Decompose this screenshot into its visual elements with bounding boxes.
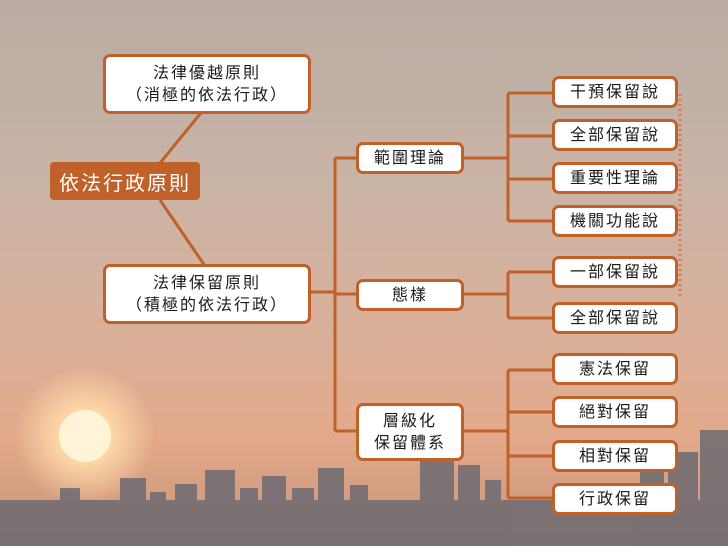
leaf-label: 全部保留說 — [569, 125, 660, 144]
category-tiered-system-box: 層級化 保留體系 — [356, 403, 464, 461]
root-node: 依法行政原則 — [50, 162, 200, 200]
root-label: 依法行政原則 — [59, 170, 191, 195]
category-forms-label: 態樣 — [391, 285, 428, 304]
principle-reservation-line1: 法律保留原則 — [152, 273, 261, 292]
leaf-absolute-reservation: 絕對保留 — [552, 396, 678, 428]
leaf-materiality-theory: 重要性理論 — [552, 162, 678, 194]
principle-superiority-line1: 法律優越原則 — [152, 63, 261, 82]
leaf-label: 機關功能說 — [569, 211, 660, 230]
leaf-total-reservation: 全部保留說 — [552, 119, 678, 151]
leaf-relative-reservation: 相對保留 — [552, 440, 678, 472]
category-tiered-system-line1: 層級化 — [382, 411, 437, 430]
principle-superiority-box: 法律優越原則 （消極的依法行政） — [103, 54, 311, 114]
category-scope-theory-box: 範圍理論 — [356, 142, 464, 174]
leaf-label: 一部保留說 — [569, 262, 660, 281]
leaf-partial-reservation: 一部保留說 — [552, 256, 678, 288]
leaf-label: 全部保留說 — [569, 308, 660, 327]
category-forms-box: 態樣 — [356, 279, 464, 311]
leaf-total-reservation-form: 全部保留說 — [552, 302, 678, 334]
leaf-label: 相對保留 — [578, 446, 651, 465]
leaf-label: 絕對保留 — [578, 402, 651, 421]
leaf-label: 干預保留說 — [569, 82, 660, 101]
principle-reservation-line2: （積極的依法行政） — [125, 295, 288, 314]
principle-reservation-box: 法律保留原則 （積極的依法行政） — [103, 264, 311, 324]
leaf-label: 憲法保留 — [578, 359, 651, 378]
leaf-organ-function: 機關功能說 — [552, 205, 678, 237]
principle-superiority-line2: （消極的依法行政） — [125, 85, 288, 104]
category-tiered-system-line2: 保留體系 — [373, 433, 446, 452]
category-scope-theory-label: 範圍理論 — [373, 148, 446, 167]
leaf-constitutional-reservation: 憲法保留 — [552, 353, 678, 385]
leaf-intervention-reservation: 干預保留說 — [552, 76, 678, 108]
leaf-label: 行政保留 — [578, 489, 651, 508]
leaf-label: 重要性理論 — [569, 168, 660, 187]
leaf-administrative-reservation: 行政保留 — [552, 483, 678, 515]
